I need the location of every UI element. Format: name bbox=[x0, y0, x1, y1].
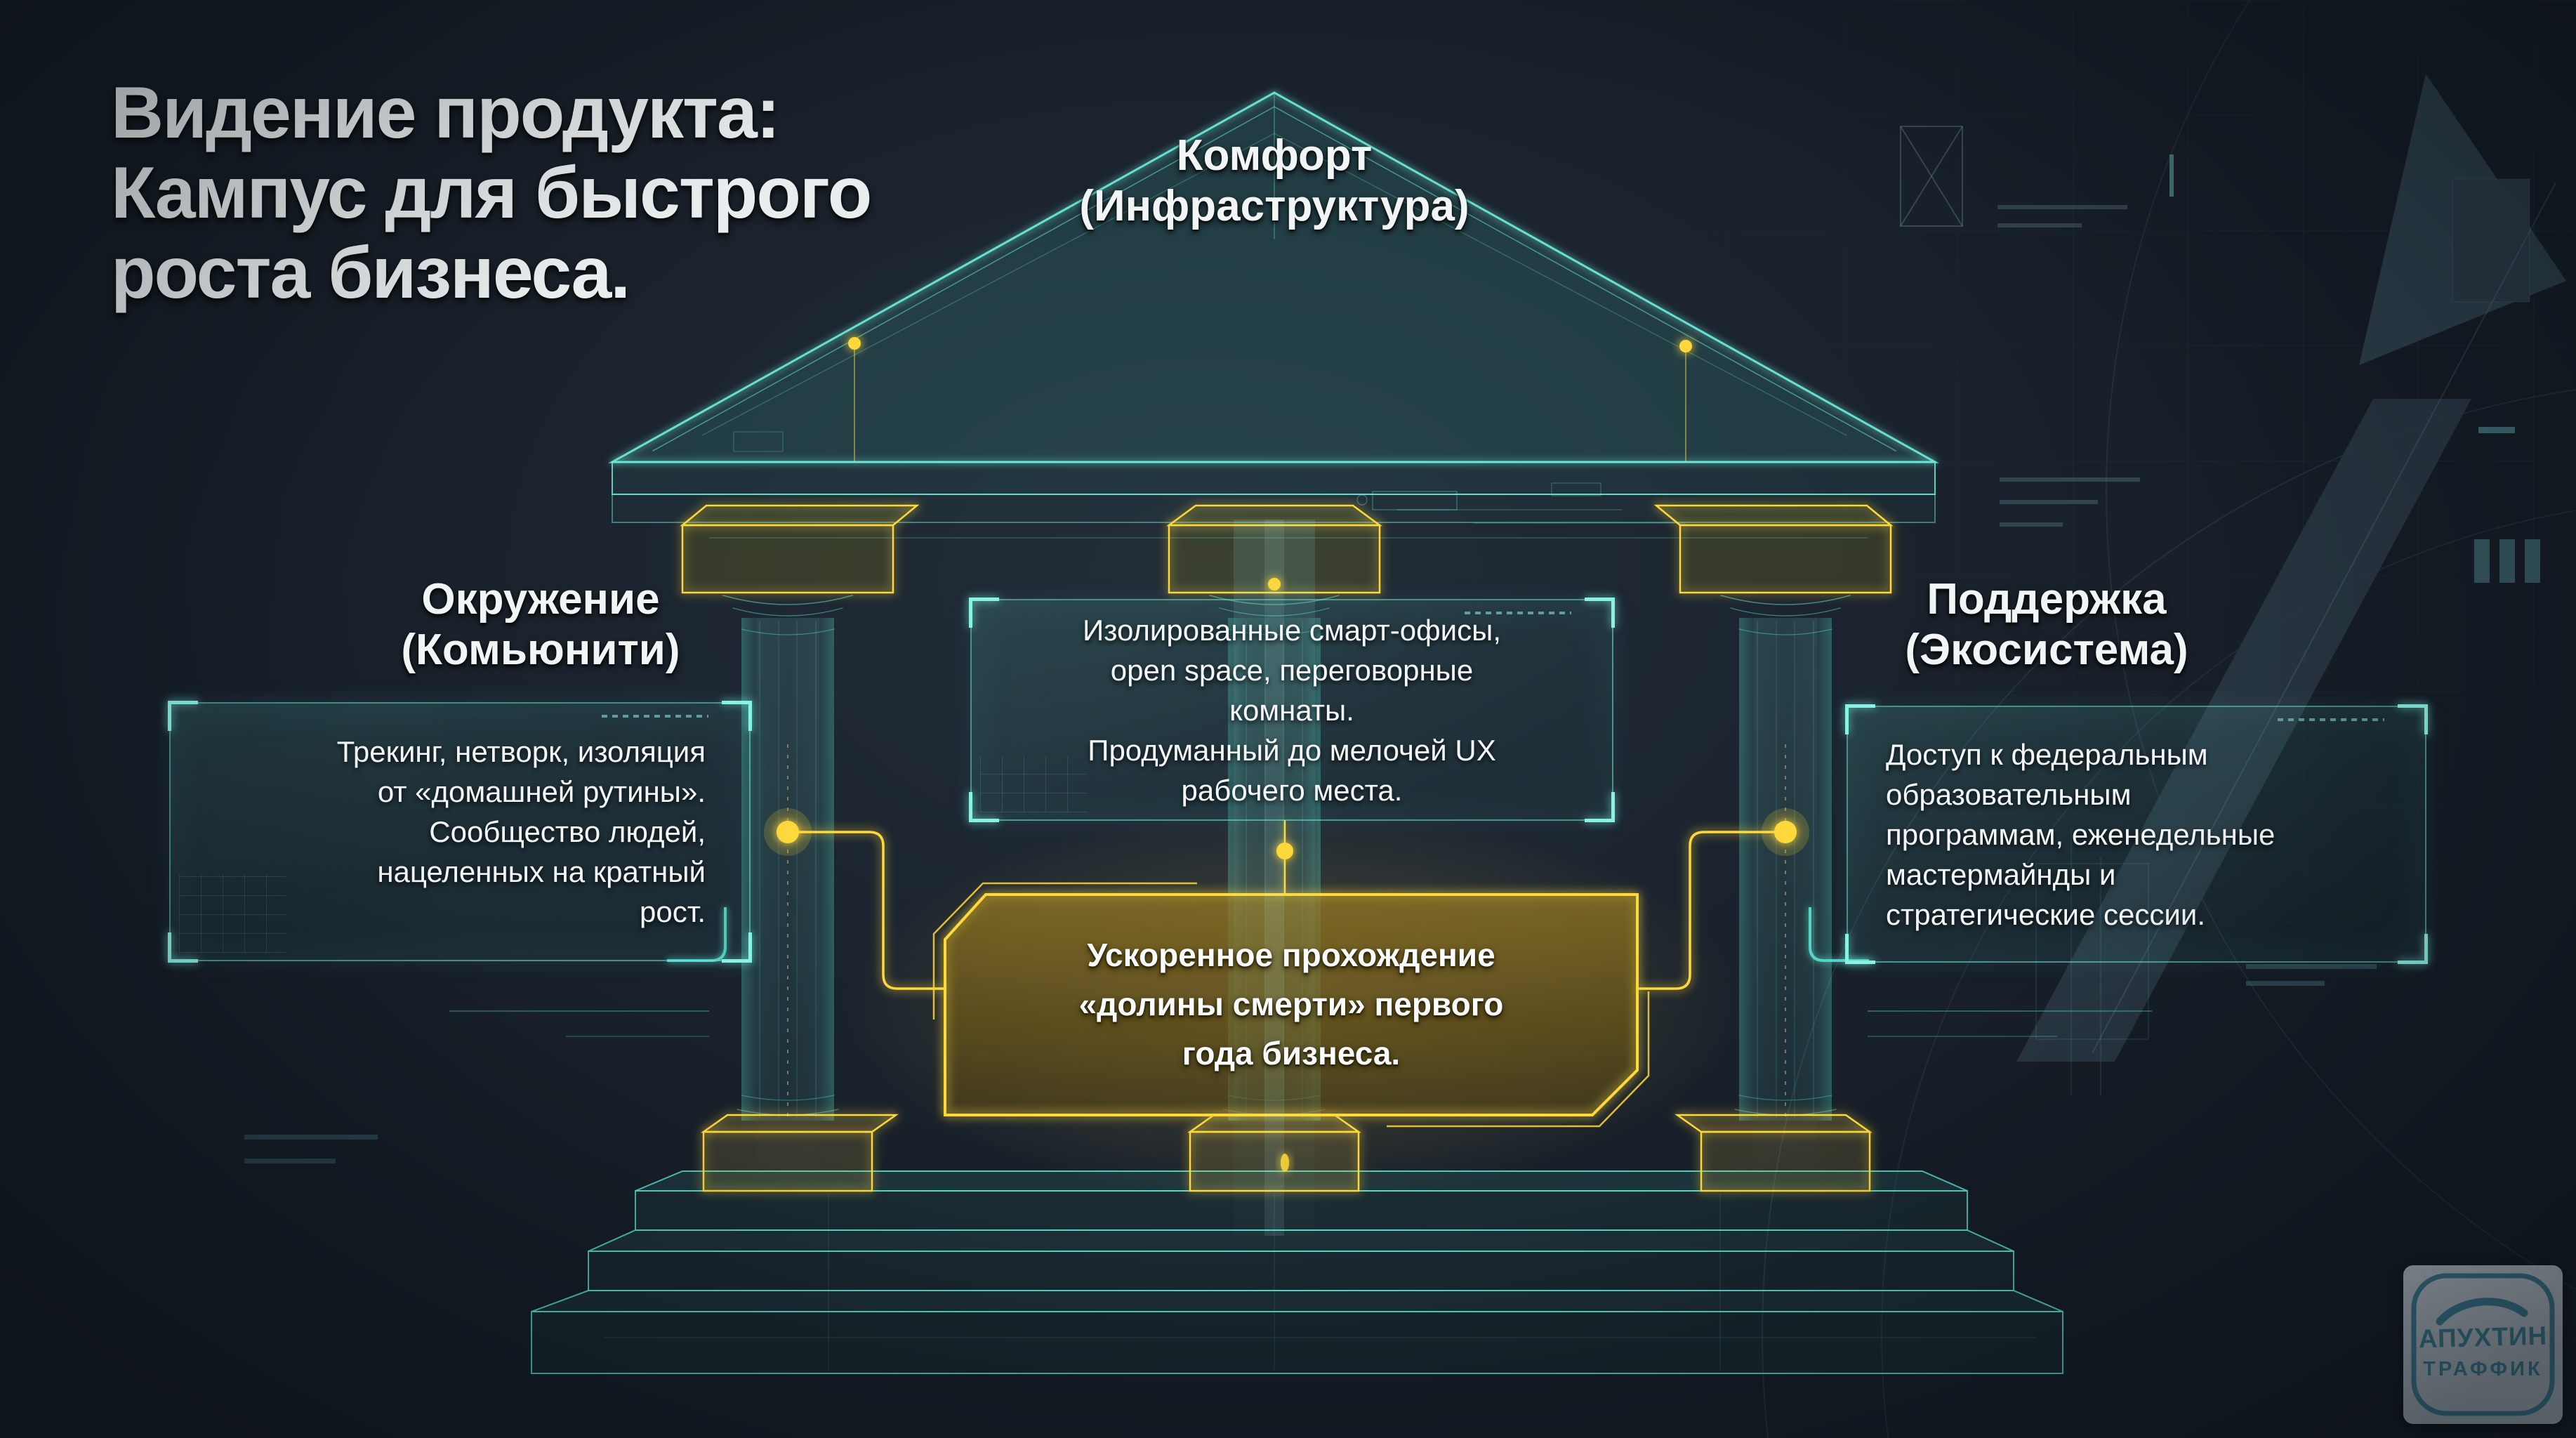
decor-tick bbox=[2169, 154, 2174, 197]
text-line: рост. bbox=[640, 895, 706, 928]
logo-frame-icon bbox=[2411, 1273, 2555, 1416]
text-line: open space, переговорные bbox=[1110, 653, 1474, 687]
decor-arc-2 bbox=[1881, 510, 2576, 1438]
label-line: (Инфраструктура) bbox=[1079, 182, 1469, 230]
decor-diagonal-line bbox=[2092, 182, 2556, 1054]
column-right-capital bbox=[1653, 504, 1894, 594]
connector-nodes bbox=[764, 578, 1809, 1172]
connector-left-yellow bbox=[788, 831, 945, 990]
corner-bracket-icon bbox=[2398, 704, 2428, 734]
text-line: комнаты. bbox=[1229, 693, 1354, 727]
title-line: роста бизнеса. bbox=[111, 232, 630, 314]
corner-bracket-icon bbox=[969, 598, 999, 628]
connector-thin-lines bbox=[449, 1010, 2152, 1037]
connector-right-teal bbox=[1809, 907, 1869, 962]
goal-line: «долины смерти» первого bbox=[1078, 986, 1504, 1022]
label-line: Комфорт bbox=[1176, 131, 1373, 180]
text-line: Трекинг, нетворк, изоляция bbox=[336, 735, 706, 768]
text-line: рабочего места. bbox=[1181, 773, 1403, 807]
panel-ecosystem: Доступ к федеральным образовательным про… bbox=[1845, 704, 2428, 964]
decor-bar bbox=[2452, 178, 2530, 303]
dotted-strip-icon bbox=[1465, 612, 1571, 614]
goal-bracket-top-left bbox=[932, 882, 1197, 1020]
dotted-strip-icon bbox=[602, 715, 708, 718]
corner-bracket-icon bbox=[1585, 792, 1615, 822]
corner-bracket-icon bbox=[168, 701, 198, 731]
corner-bracket-icon bbox=[2398, 934, 2428, 964]
column-light-beams bbox=[756, 520, 1817, 1236]
decor-teal-dash bbox=[2478, 427, 2515, 433]
goal-bracket-bottom-right bbox=[1387, 991, 1650, 1128]
placeholder-crossed-box-icon bbox=[1900, 126, 1963, 227]
logo-graphic bbox=[2411, 1273, 2555, 1416]
decor-dash-lines-right bbox=[2246, 964, 2377, 986]
label-line: (Комьюнити) bbox=[401, 626, 680, 674]
logo-text-bottom: ТРАФФИК bbox=[2423, 1358, 2543, 1380]
goal-line: Ускоренное прохождение bbox=[1087, 937, 1495, 973]
label-support-ecosystem: Поддержка (Экосистема) bbox=[1766, 574, 2327, 675]
label-line: Поддержка bbox=[1927, 575, 2167, 624]
logo-text-top: АПУХТИН bbox=[2418, 1321, 2548, 1354]
page-title: Видение продукта: Кампус для быстрого ро… bbox=[111, 72, 872, 314]
brand-logo: АПУХТИН ТРАФФИК bbox=[2403, 1265, 2563, 1424]
text-line: Сообщество людей, bbox=[429, 815, 706, 848]
decor-arc-1 bbox=[1762, 389, 2576, 1438]
corner-bracket-icon bbox=[722, 932, 752, 963]
dotted-strip-icon bbox=[2278, 718, 2384, 721]
label-line: Окружение bbox=[421, 575, 660, 624]
label-environment-community: Окружение (Комьюнити) bbox=[260, 574, 821, 675]
goal-statement: Ускоренное прохождение «долины смерти» п… bbox=[945, 893, 1637, 1115]
mini-grid-icon bbox=[980, 756, 1087, 812]
mini-grid-icon bbox=[179, 874, 286, 953]
label-comfort-infrastructure: Комфорт (Инфраструктура) bbox=[923, 131, 1625, 232]
corner-bracket-icon bbox=[1585, 598, 1615, 628]
label-line: (Экосистема) bbox=[1905, 626, 2188, 674]
text-line: Изолированные смарт-офисы, bbox=[1082, 613, 1502, 647]
text-line: от «домашней рутины». bbox=[377, 775, 706, 808]
decor-arc-3 bbox=[2106, 0, 2576, 1291]
growth-arrow-band bbox=[2016, 399, 2471, 1062]
decor-triple-bars-icon bbox=[2474, 539, 2540, 583]
text-line: образовательным bbox=[1886, 777, 2132, 811]
title-line: Кампус для быстрого bbox=[111, 152, 872, 234]
corner-bracket-icon bbox=[168, 932, 198, 963]
panel-ecosystem-text: Доступ к федеральным образовательным про… bbox=[1848, 707, 2425, 961]
corner-bracket-icon bbox=[1845, 934, 1875, 964]
temple-entablature bbox=[612, 461, 1936, 539]
corner-bracket-icon bbox=[722, 701, 752, 731]
temple-steps bbox=[531, 1170, 2063, 1374]
survey-dashed-lines bbox=[787, 744, 1786, 1123]
decor-dash-lines-top bbox=[1997, 205, 2140, 527]
connector-right-yellow bbox=[1637, 831, 1785, 990]
panel-infrastructure-text: Изолированные смарт-офисы, open space, п… bbox=[972, 600, 1612, 819]
goal-line: года бизнеса. bbox=[1182, 1035, 1401, 1071]
text-line: стратегические сессии. bbox=[1886, 897, 2205, 931]
text-line: программам, еженедельные bbox=[1886, 817, 2276, 851]
panel-infrastructure: Изолированные смарт-офисы, open space, п… bbox=[969, 598, 1615, 822]
corner-bracket-icon bbox=[1845, 704, 1875, 734]
text-line: нацеленных на кратный bbox=[377, 855, 706, 888]
text-line: мастермайнды и bbox=[1886, 857, 2116, 891]
logo-swoosh-icon bbox=[2436, 1298, 2528, 1326]
corner-bracket-icon bbox=[969, 792, 999, 822]
column-left-capital bbox=[680, 504, 920, 594]
pediment-pins bbox=[848, 337, 1692, 463]
panel-community: Трекинг, нетворк, изоляция от «домашней … bbox=[168, 701, 752, 963]
decor-dash-lines-bottom-left bbox=[244, 1135, 378, 1163]
pediment-mechanical-details bbox=[733, 431, 1686, 524]
panel-community-text: Трекинг, нетворк, изоляция от «домашней … bbox=[171, 704, 749, 960]
text-line: Продуманный до мелочей UX bbox=[1088, 733, 1496, 767]
text-line: Доступ к федеральным bbox=[1886, 737, 2208, 771]
title-line: Видение продукта: bbox=[111, 72, 780, 154]
connectors bbox=[449, 578, 2152, 1172]
